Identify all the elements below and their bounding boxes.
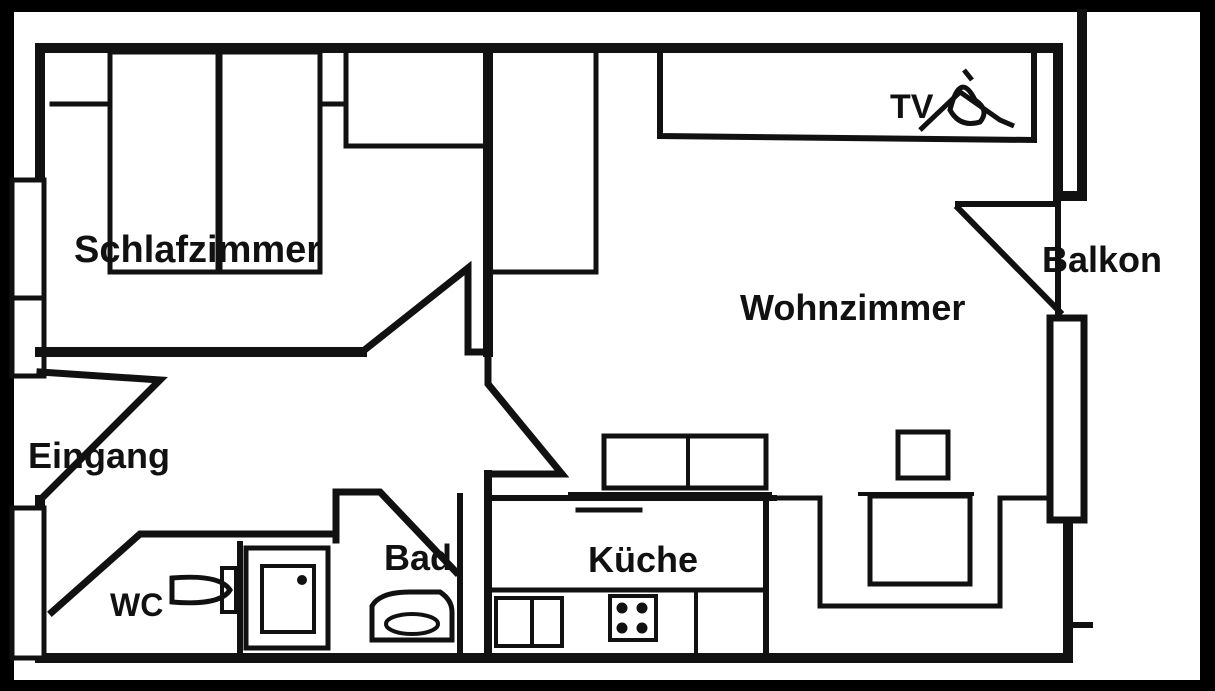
room-label-entrance: Eingang [28, 435, 170, 476]
stove-burner-2 [636, 602, 648, 614]
shower-inner [260, 564, 316, 634]
living-shelf [491, 49, 599, 275]
toilet-tank [220, 566, 238, 614]
wash-basin [369, 589, 455, 643]
balcony-door-swing [953, 203, 1065, 317]
window-left-3 [9, 505, 47, 661]
tv-label: TV [890, 88, 934, 126]
window-left-1 [9, 177, 47, 301]
toilet [169, 574, 233, 606]
cabinet-2 [530, 596, 564, 648]
shower-drain [297, 575, 307, 585]
sideboard [601, 433, 769, 491]
stove-burner-1 [616, 602, 628, 614]
entrance-door-arrow [35, 368, 168, 505]
room-label-living: Wohnzimmer [740, 287, 965, 328]
bed-right [217, 49, 323, 275]
stove [608, 594, 658, 642]
basin-bowl [384, 612, 440, 636]
wall-wc [47, 530, 340, 617]
window-right [1046, 314, 1088, 524]
dining-chair [895, 429, 951, 481]
living-door-arrow [484, 348, 570, 478]
dining-outline [771, 495, 1053, 609]
room-label-kitchen: Küche [588, 539, 698, 580]
plant-icon [918, 68, 1015, 132]
bedroom-door-arrow [357, 260, 492, 357]
wall-bath-top [332, 488, 461, 577]
room-label-bath: Bad [384, 537, 452, 578]
room-label-bedroom: Schlafzimmer [74, 229, 321, 271]
tv-cabinet [657, 49, 1037, 144]
stove-burner-4 [636, 622, 648, 634]
shower-tray [243, 545, 331, 651]
room-label-balcony: Balkon [1042, 239, 1162, 280]
room-label-wc: WC [110, 587, 163, 623]
stove-burner-3 [616, 622, 628, 634]
bedside [317, 101, 491, 149]
window-left-2 [9, 295, 47, 379]
balcony-door [955, 201, 1061, 321]
